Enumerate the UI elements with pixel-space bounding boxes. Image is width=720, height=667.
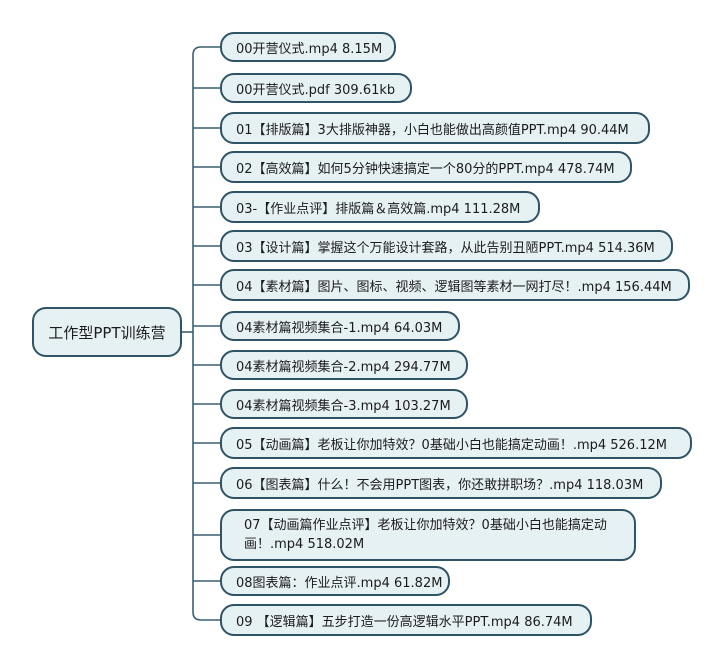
branch-node: 01【排版篇】3大排版神器，小白也能做出高颜值PPT.mp4 90.44M: [220, 112, 650, 144]
branch-node: 04【素材篇】图片、图标、视频、逻辑图等素材一网打尽！.mp4 156.44M: [220, 269, 690, 301]
branch-node-label: 08图表篇：作业点评.mp4 61.82M: [236, 575, 443, 591]
branch-node: 00开营仪式.mp4 8.15M: [220, 32, 396, 62]
branch-node: 06【图表篇】什么！不会用PPT图表，你还敢拼职场？.mp4 118.03M: [220, 467, 662, 499]
branch-node: 03-【作业点评】排版篇＆高效篇.mp4 111.28M: [220, 191, 540, 223]
branch-connector: [192, 46, 220, 56]
branch-node-label: 07【动画篇作业点评】老板让你加特效？0基础小白也能搞定动画！.mp4 518.…: [244, 518, 607, 552]
branch-node-label: 03【设计篇】掌握这个万能设计套路，从此告别丑陋PPT.mp4 514.36M: [236, 240, 655, 256]
branch-node-label: 00开营仪式.pdf 309.61kb: [236, 82, 396, 98]
branch-node: 07【动画篇作业点评】老板让你加特效？0基础小白也能搞定动画！.mp4 518.…: [220, 509, 636, 561]
branch-node-label: 04素材篇视频集合-1.mp4 64.03M: [236, 320, 443, 336]
branch-node-label: 04【素材篇】图片、图标、视频、逻辑图等素材一网打尽！.mp4 156.44M: [236, 279, 672, 295]
branch-node-label: 05【动画篇】老板让你加特效？0基础小白也能搞定动画！.mp4 526.12M: [236, 437, 667, 453]
branch-node-label: 06【图表篇】什么！不会用PPT图表，你还敢拼职场？.mp4 118.03M: [236, 477, 644, 493]
root-node-label: 工作型PPT训练营: [48, 323, 166, 342]
branch-node-label: 02【高效篇】如何5分钟快速搞定一个80分的PPT.mp4 478.74M: [236, 161, 615, 177]
branch-node: 05【动画篇】老板让你加特效？0基础小白也能搞定动画！.mp4 526.12M: [220, 427, 692, 459]
branch-node-label: 03-【作业点评】排版篇＆高效篇.mp4 111.28M: [236, 201, 521, 217]
branch-node: 04素材篇视频集合-1.mp4 64.03M: [220, 311, 460, 341]
branch-node: 04素材篇视频集合-2.mp4 294.77M: [220, 350, 468, 380]
branch-node-label: 01【排版篇】3大排版神器，小白也能做出高颜值PPT.mp4 90.44M: [236, 122, 629, 138]
branch-connector: [192, 611, 220, 621]
branch-node: 02【高效篇】如何5分钟快速搞定一个80分的PPT.mp4 478.74M: [220, 151, 632, 183]
branch-node-label: 04素材篇视频集合-3.mp4 103.27M: [236, 398, 451, 414]
branch-node: 00开营仪式.pdf 309.61kb: [220, 73, 412, 103]
root-node: 工作型PPT训练营: [32, 307, 182, 357]
branch-node-label: 04素材篇视频集合-2.mp4 294.77M: [236, 359, 451, 375]
branch-node-label: 00开营仪式.mp4 8.15M: [236, 41, 383, 57]
branch-node: 03【设计篇】掌握这个万能设计套路，从此告别丑陋PPT.mp4 514.36M: [220, 230, 673, 262]
branch-node: 09 【逻辑篇】五步打造一份高逻辑水平PPT.mp4 86.74M: [220, 604, 592, 636]
branch-node: 08图表篇：作业点评.mp4 61.82M: [220, 566, 450, 596]
branch-node: 04素材篇视频集合-3.mp4 103.27M: [220, 389, 468, 419]
branch-node-label: 09 【逻辑篇】五步打造一份高逻辑水平PPT.mp4 86.74M: [236, 614, 573, 630]
